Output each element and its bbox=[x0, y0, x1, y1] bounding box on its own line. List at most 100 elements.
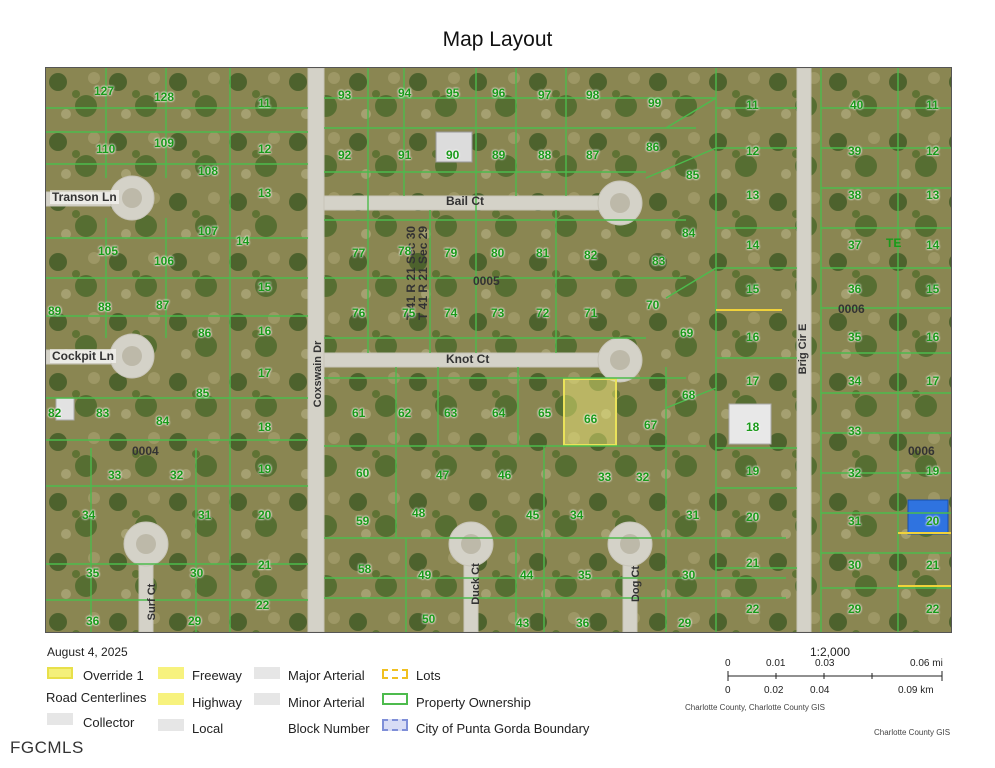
lot-number: 14 bbox=[926, 238, 940, 252]
lot-number: 35 bbox=[848, 330, 862, 344]
lot-number: 90 bbox=[446, 148, 460, 162]
legend-swatch-local bbox=[158, 719, 184, 731]
section-label-29: T 41 R 21 Sec 29 bbox=[416, 225, 430, 320]
street-label-coxswain: Coxswain Dr bbox=[312, 340, 324, 408]
lot-number: 99 bbox=[648, 96, 662, 110]
lot-number: 82 bbox=[48, 406, 62, 420]
lot-number: 15 bbox=[258, 280, 272, 294]
lot-number: 16 bbox=[258, 324, 272, 338]
map-labels: Transon Ln Cockpit Ln Bail Ct Knot Ct Co… bbox=[46, 68, 951, 632]
block-number-label: 0006 bbox=[838, 302, 865, 316]
lot-number: 86 bbox=[198, 326, 212, 340]
lot-number: 46 bbox=[498, 468, 512, 482]
lot-number: 43 bbox=[516, 616, 530, 630]
lot-number: 106 bbox=[154, 254, 175, 268]
legend-swatch-minor-arterial bbox=[254, 693, 280, 705]
legend-swatch-freeway bbox=[158, 667, 184, 679]
lot-number: 31 bbox=[848, 514, 862, 528]
lot-number: 70 bbox=[646, 298, 660, 312]
lot-number: 22 bbox=[926, 602, 940, 616]
lot-number: 33 bbox=[598, 470, 612, 484]
scale-bar bbox=[727, 671, 943, 681]
scale-credit: Charlotte County, Charlotte County GIS bbox=[685, 703, 825, 712]
lot-number: 81 bbox=[536, 246, 550, 260]
lot-number: 96 bbox=[492, 86, 506, 100]
lot-number: 44 bbox=[520, 568, 534, 582]
lot-number: 84 bbox=[156, 414, 170, 428]
brand-watermark: FGCMLS bbox=[10, 738, 84, 757]
scale-mi-tick: 0.01 bbox=[766, 658, 786, 669]
map-title: Map Layout bbox=[442, 28, 553, 51]
lot-number: 30 bbox=[848, 558, 862, 572]
lot-number: 21 bbox=[926, 558, 940, 572]
street-label-knot: Knot Ct bbox=[446, 352, 490, 366]
legend-city-boundary: City of Punta Gorda Boundary bbox=[416, 721, 590, 736]
lot-number: 32 bbox=[848, 466, 862, 480]
lot-number: 87 bbox=[586, 148, 600, 162]
legend-minor-arterial: Minor Arterial bbox=[288, 695, 365, 710]
lot-number: 87 bbox=[156, 298, 170, 312]
lot-number: 30 bbox=[682, 568, 696, 582]
lot-number: 29 bbox=[848, 602, 862, 616]
lot-number: 34 bbox=[82, 508, 96, 522]
lot-number: 64 bbox=[492, 406, 506, 420]
legend-road-centerlines: Road Centerlines bbox=[46, 690, 147, 705]
legend-swatch-city-boundary bbox=[382, 719, 408, 731]
lot-number: 89 bbox=[492, 148, 506, 162]
lot-number: 61 bbox=[352, 406, 366, 420]
lot-number: 97 bbox=[538, 88, 552, 102]
lot-number: 13 bbox=[258, 186, 272, 200]
lot-number: 58 bbox=[358, 562, 372, 576]
gis-credit: Charlotte County GIS bbox=[874, 728, 951, 737]
lot-number: 62 bbox=[398, 406, 412, 420]
lot-number: 75 bbox=[402, 306, 416, 320]
lot-number: 72 bbox=[536, 306, 550, 320]
legend-swatch-major-arterial bbox=[254, 667, 280, 679]
lot-number: 77 bbox=[352, 246, 366, 260]
lot-number: 36 bbox=[576, 616, 590, 630]
legend-lots: Lots bbox=[416, 668, 441, 683]
lot-number: 38 bbox=[848, 188, 862, 202]
lot-number: 16 bbox=[926, 330, 940, 344]
block-number-label: 0005 bbox=[473, 274, 500, 288]
lot-number: 22 bbox=[746, 602, 760, 616]
lot-number: 21 bbox=[258, 558, 272, 572]
lot-number: 12 bbox=[926, 144, 940, 158]
section-label-te: TE bbox=[886, 236, 902, 250]
lot-number: 98 bbox=[586, 88, 600, 102]
lot-number: 69 bbox=[680, 326, 694, 340]
legend-local: Local bbox=[192, 721, 224, 736]
lot-number: 12 bbox=[746, 144, 760, 158]
lot-number: 35 bbox=[578, 568, 592, 582]
lot-number: 15 bbox=[926, 282, 940, 296]
lot-number: 50 bbox=[422, 612, 436, 626]
lot-number: 92 bbox=[338, 148, 352, 162]
legend-swatch-collector bbox=[47, 713, 73, 725]
lot-number: 15 bbox=[746, 282, 760, 296]
lot-number: 78 bbox=[398, 244, 412, 258]
legend-property-ownership: Property Ownership bbox=[416, 695, 531, 710]
lot-number: 82 bbox=[584, 248, 598, 262]
legend-swatch-highway bbox=[158, 693, 184, 705]
lot-number: 34 bbox=[848, 374, 862, 388]
lot-number: 93 bbox=[338, 88, 352, 102]
map-frame[interactable]: Transon Ln Cockpit Ln Bail Ct Knot Ct Co… bbox=[45, 67, 952, 633]
lot-number: 31 bbox=[198, 508, 212, 522]
lot-number: 71 bbox=[584, 306, 598, 320]
street-label-surf: Surf Ct bbox=[146, 583, 158, 621]
lot-number: 30 bbox=[190, 566, 204, 580]
lot-number: 66 bbox=[584, 412, 598, 426]
lot-number: 95 bbox=[446, 86, 460, 100]
lot-number: 63 bbox=[444, 406, 458, 420]
lot-number: 18 bbox=[746, 420, 760, 434]
lot-number: 65 bbox=[538, 406, 552, 420]
lot-number: 74 bbox=[444, 306, 458, 320]
lot-number: 19 bbox=[746, 464, 760, 478]
lot-number: 88 bbox=[538, 148, 552, 162]
legend-major-arterial: Major Arterial bbox=[288, 668, 365, 683]
lot-number: 33 bbox=[108, 468, 122, 482]
lot-number: 86 bbox=[646, 140, 660, 154]
lot-number: 47 bbox=[436, 468, 450, 482]
lot-number: 48 bbox=[412, 506, 426, 520]
scale-ratio: 1:2,000 bbox=[810, 645, 851, 659]
